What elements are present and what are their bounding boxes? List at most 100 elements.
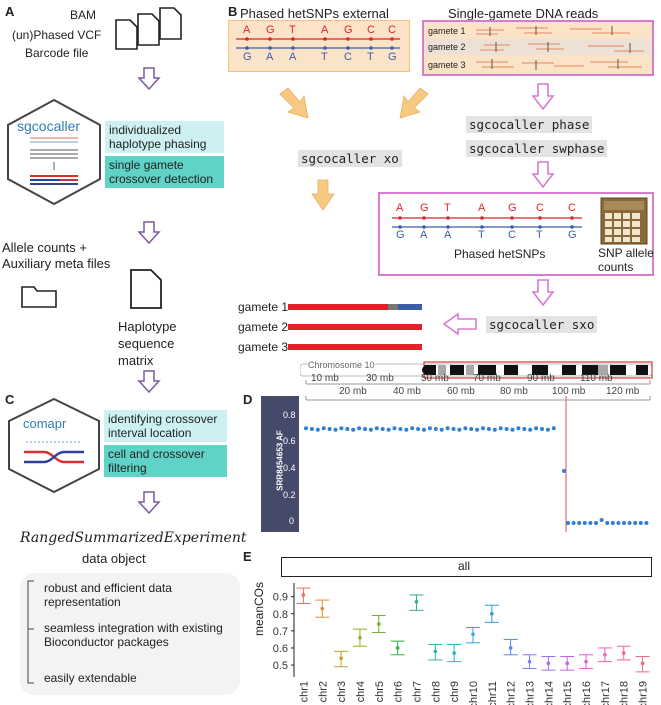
ruler-bottom-tick: 20 mb	[339, 386, 367, 397]
orange-arrow-icon	[279, 87, 309, 119]
reads-gamete-1: gamete 1	[428, 26, 466, 36]
reads-title: Single-gamete DNA reads	[448, 6, 599, 21]
track-y-tick: 0.8	[283, 410, 296, 420]
x-tick-label: chr1	[298, 681, 310, 702]
mean-point	[527, 659, 532, 664]
af-point	[333, 427, 338, 432]
benefits-bracket	[27, 580, 34, 684]
af-point	[610, 521, 615, 525]
facet-strip	[281, 557, 652, 577]
ruler-top-tick: 110 mb	[580, 373, 613, 384]
allele-bottom: G	[243, 51, 252, 63]
af-point	[571, 521, 576, 525]
down-arrow-icon	[137, 491, 161, 515]
x-tick-label: chr16	[581, 681, 593, 705]
af-point	[309, 427, 314, 431]
cmd-sxo: sgcocaller sxo	[486, 316, 598, 333]
x-tick-label: chr12	[506, 681, 518, 705]
input-bam: BAM	[70, 8, 97, 22]
ruler-bottom-tick: 80 mb	[500, 386, 528, 397]
allele-top: C	[388, 24, 396, 36]
af-point	[616, 521, 621, 525]
af-point	[321, 426, 326, 431]
external-snps-box	[228, 20, 410, 72]
ruler-top-tick: 90 mb	[527, 373, 555, 384]
phased-haplotypes	[392, 216, 582, 229]
af-point	[522, 427, 527, 431]
cmd-xo: sgcocaller xo	[298, 150, 402, 167]
input-files-icon	[115, 7, 182, 50]
ruler-top-tick: 70 mb	[473, 373, 501, 384]
af-point	[545, 427, 550, 432]
af-point	[486, 427, 491, 431]
panel-a-letter: A	[5, 4, 15, 19]
orange-arrow-icon	[311, 179, 335, 211]
af-point	[451, 427, 456, 431]
reads-gamete-2: gamete 2	[428, 42, 466, 52]
mean-point	[320, 606, 325, 611]
gamete-1-label: gamete 1	[238, 300, 289, 314]
pink-arrow-icon	[531, 161, 555, 189]
mean-point	[508, 646, 513, 650]
af-point	[599, 518, 604, 522]
af-point	[445, 426, 450, 431]
phased-allele-top: T	[444, 202, 451, 214]
x-tick-label: chr17	[600, 681, 612, 705]
down-arrow-icon	[137, 221, 161, 245]
function-cell-filtering: cell and crossover filtering	[104, 445, 227, 477]
af-point	[357, 426, 362, 431]
snp-allele-counts-label: SNP allele counts	[598, 246, 654, 274]
x-tick-label: chr2	[317, 681, 329, 702]
chromosome-ideogram	[300, 361, 653, 401]
mean-point	[546, 661, 551, 666]
af-point	[398, 427, 403, 431]
af-point	[351, 427, 356, 432]
allele-bottom: C	[344, 51, 352, 63]
ruler-bottom-tick: 60 mb	[447, 386, 475, 397]
comapr-logo-text: comapr	[23, 416, 67, 431]
reads-tracks	[424, 26, 652, 70]
af-point	[368, 427, 373, 432]
panel-e-letter: E	[243, 549, 252, 564]
track-label-box	[261, 396, 299, 532]
function-crossover-interval: identifying crossover interval location	[104, 410, 227, 442]
af-point	[422, 427, 426, 432]
allele-top: T	[289, 24, 296, 36]
track-y-tick: 0	[289, 516, 295, 526]
output-allele-counts: Allele counts + Auxiliary meta files	[2, 240, 111, 271]
af-point	[392, 426, 397, 431]
phased-allele-bottom: G	[568, 229, 577, 241]
phased-allele-top: G	[508, 202, 517, 214]
af-point	[404, 427, 409, 432]
comapr-hexagon-logo	[8, 397, 100, 494]
mean-point	[471, 632, 475, 637]
chromosome-label: Chromosome 10	[308, 360, 375, 370]
af-point	[374, 426, 379, 431]
af-point	[588, 521, 593, 525]
x-tick-label: chr5	[374, 681, 386, 702]
x-tick-label: chr18	[619, 681, 631, 705]
af-point	[577, 521, 582, 525]
af-point	[475, 427, 480, 432]
reads-gamete-3: gamete 3	[428, 60, 466, 70]
y-tick-label: 0.7	[273, 626, 288, 638]
mean-point	[339, 656, 343, 660]
down-arrow-icon	[137, 67, 161, 91]
cmd-phase: sgcocaller phase	[466, 116, 593, 133]
af-point	[627, 521, 632, 525]
ruler-bottom-tick: 40 mb	[393, 386, 421, 397]
mean-point	[376, 622, 381, 626]
phased-allele-top: A	[396, 202, 404, 214]
phased-allele-bottom: C	[508, 229, 516, 241]
mean-point	[414, 600, 419, 604]
af-point	[345, 427, 350, 431]
phased-allele-bottom: A	[444, 229, 452, 241]
af-point	[416, 427, 421, 431]
allele-bottom: T	[321, 51, 328, 63]
benefits-box: robust and efficient data representation…	[20, 573, 240, 695]
allele-top: G	[266, 24, 275, 36]
chart-title: all	[458, 559, 471, 573]
af-point	[566, 521, 570, 525]
benefit-item: robust and efficient data representation	[44, 581, 172, 609]
af-point	[551, 426, 556, 431]
